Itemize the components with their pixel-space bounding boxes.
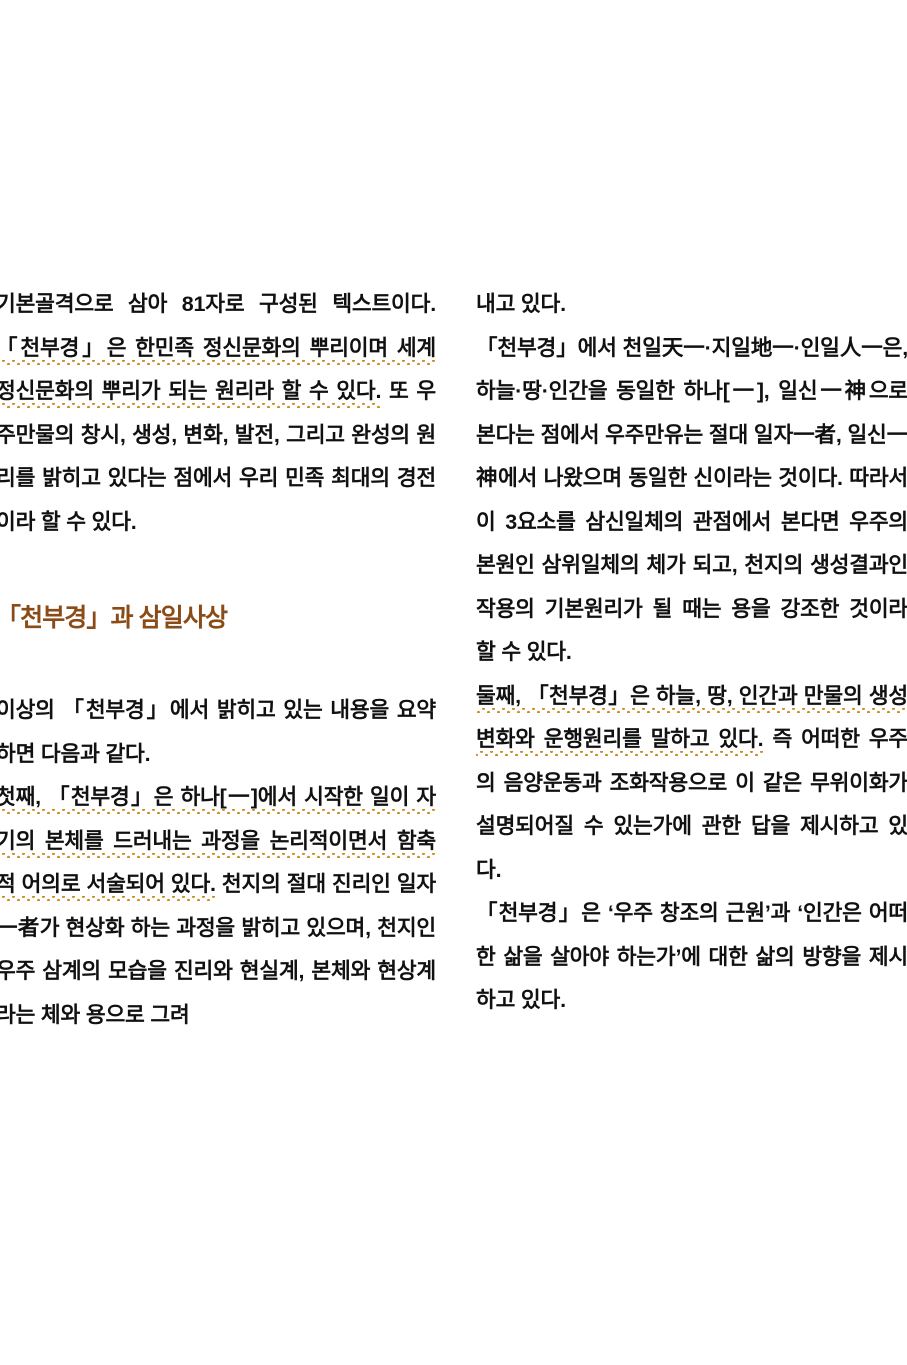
left-paragraph-1: 기본골격으로 삼아 81자로 구성된 텍스트이다. 「천부경」은 한민족 정신문…: [0, 283, 436, 544]
section-heading: 「천부경」과 삼일사상: [0, 604, 228, 632]
right-para3-tail: 즉 어떠한 우주의 음양운동과 조화작용으로 이 같은 무위이화가 설명되어질 …: [476, 727, 907, 882]
left-paragraph-3: 첫째, 「천부경」은 하나[一]에서 시작한 일이 자기의 본체를 드러내는 과…: [0, 776, 436, 1037]
left-para1-lead: 기본골격으로 삼아 81자로 구성된 텍스트이다.: [0, 292, 436, 316]
left-paragraph-2: 이상의 「천부경」에서 밝히고 있는 내용을 요약하면 다음과 같다.: [0, 698, 436, 766]
right-paragraph-4: 「천부경」은 ‘우주 창조의 근원’과 ‘인간은 어떠한 삶을 살아야 하는가’…: [476, 901, 907, 1012]
right-paragraph-3: 둘째, 「천부경」은 하늘, 땅, 인간과 만물의 생성 변화와 운행원리를 말…: [476, 675, 907, 893]
right-column: 내고 있다. 「천부경」에서 천일天一·지일地一·인일人一은, 하늘·땅·인간을…: [476, 283, 907, 1023]
heading-top-spacer: [0, 544, 436, 601]
right-paragraph-2: 「천부경」에서 천일天一·지일地一·인일人一은, 하늘·땅·인간을 동일한 하나…: [476, 335, 907, 665]
left-para3-tail: 천지의 절대 진리인 일자一者가 현상화 하는 과정을 밝히고 있으며, 천지인…: [0, 872, 436, 1027]
left-underlined-phrase-1: 「천부경」은 한민족 정신문화의 뿌리이며 세계 정신문화의 뿌리가 되는 원리…: [0, 335, 436, 410]
left-column: 기본골격으로 삼아 81자로 구성된 텍스트이다. 「천부경」은 한민족 정신문…: [0, 283, 436, 1037]
right-paragraph-1: 내고 있다.: [476, 292, 566, 316]
left-para1-tail: 또 우주만물의 창시, 생성, 변화, 발전, 그리고 완성의 원리를 밝히고 …: [0, 379, 436, 534]
heading-bottom-spacer: [0, 635, 436, 689]
